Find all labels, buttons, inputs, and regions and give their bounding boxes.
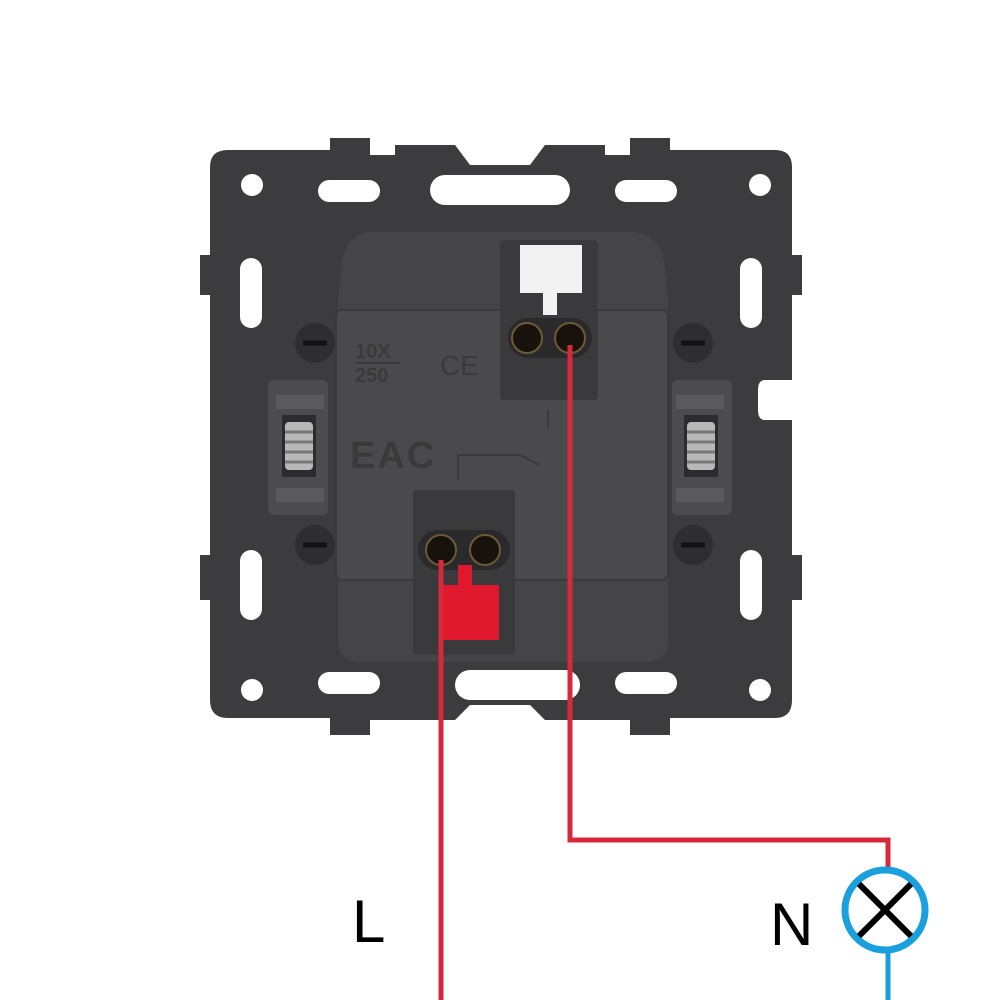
terminal-label-top: LA1: [530, 375, 560, 394]
mount-slot: [318, 180, 380, 202]
mount-hole: [241, 174, 263, 196]
wire-hole: [511, 322, 543, 354]
screw-icon: [295, 525, 335, 565]
terminal-label-bottom: LA0: [444, 501, 474, 520]
screw-icon: [285, 422, 313, 470]
screw-icon: [673, 323, 713, 363]
switch-symbol: [457, 454, 541, 480]
screw-icon: [673, 525, 713, 565]
lamp-feed-wire: [567, 345, 891, 868]
screw-icon: [295, 323, 335, 363]
mount-slot: [615, 180, 677, 202]
mount-slot: [615, 672, 677, 694]
mount-slot: [740, 258, 762, 328]
terminal-la1: LA1: [500, 240, 598, 400]
keyhole-slot: [455, 670, 580, 700]
wire-hole: [469, 534, 501, 566]
screw-icon: [687, 422, 715, 470]
line-label: L: [352, 888, 385, 955]
mount-hole: [749, 174, 771, 196]
terminal-la0: LA0: [413, 490, 515, 655]
mount-slot: [318, 672, 380, 694]
mount-hole: [749, 679, 771, 701]
lamp-cross-icon: [841, 866, 929, 954]
mount-slot: [240, 550, 262, 620]
neutral-label: N: [770, 891, 813, 958]
ce-mark: CE: [440, 350, 479, 381]
release-lever-red: [443, 585, 499, 640]
keyhole-slot: [430, 175, 570, 205]
mount-slot: [240, 258, 262, 328]
mount-hole: [241, 679, 263, 701]
rating-voltage: 250: [355, 365, 388, 387]
eac-mark: EAC: [350, 435, 436, 477]
rating-current: 10X: [355, 341, 391, 363]
mount-slot: [740, 550, 762, 620]
